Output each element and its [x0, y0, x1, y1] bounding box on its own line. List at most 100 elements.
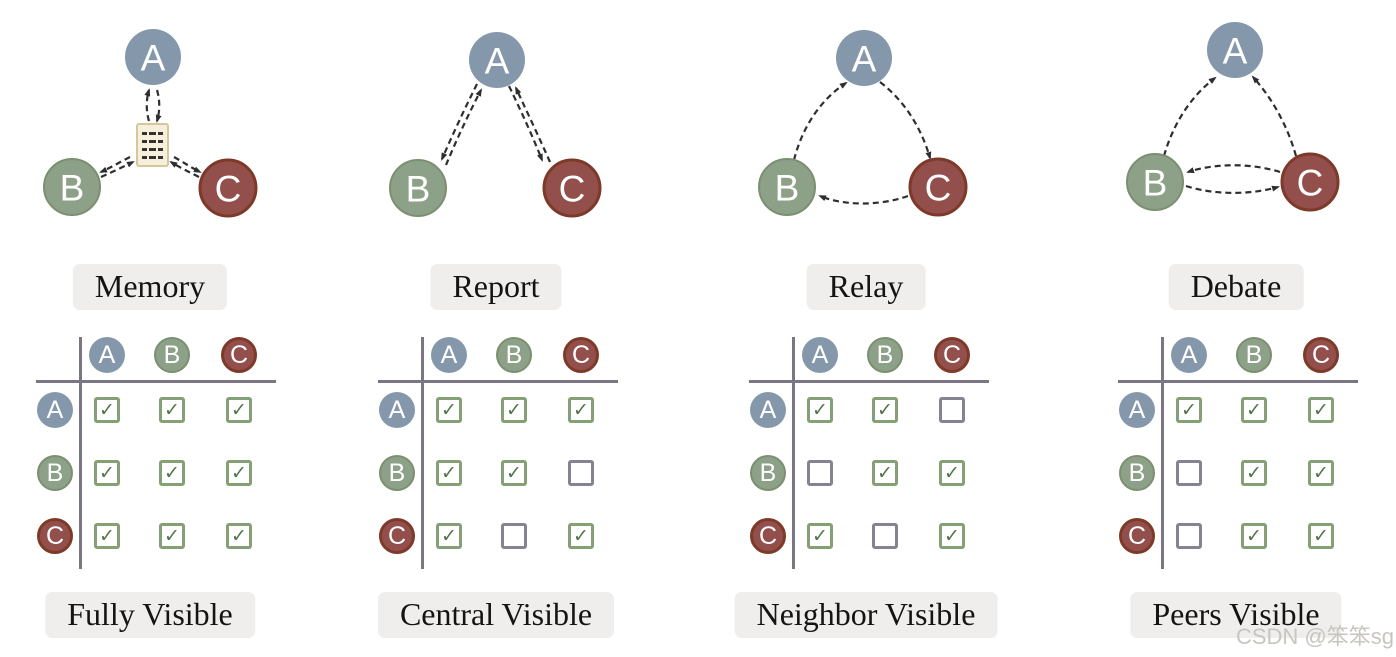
matrix-col-header-b: B [867, 337, 903, 373]
shared-memory-icon [136, 123, 169, 167]
agent-node-c: C [198, 158, 258, 218]
panel-debate: A B C Debate A B C A B C ✓ ✓ ✓ ✓ [1047, 0, 1396, 657]
node-b-label: B [775, 167, 800, 208]
matrix-cell-checked: ✓ [872, 460, 898, 486]
matrix-cell-checked: ✓ [1176, 397, 1202, 423]
matrix-cell-checked: ✓ [226, 397, 252, 423]
matrix-row-header-a: A [750, 392, 786, 428]
node-a-label: A [1223, 30, 1248, 71]
agent-node-b: B [1126, 153, 1184, 211]
matrix-vertical-line [79, 337, 82, 569]
matrix-cell-checked: ✓ [807, 523, 833, 549]
agent-node-c: C [1280, 152, 1340, 212]
panel-report: A B C Report A B C A B C ✓ ✓ ✓ ✓ ✓ [349, 0, 698, 657]
matrix-row-header-b: B [750, 455, 786, 491]
matrix-cell-unchecked [501, 523, 527, 549]
node-b-label: B [60, 167, 85, 208]
visibility-label-badge: Neighbor Visible [734, 592, 998, 638]
matrix-row-header-c: C [379, 518, 415, 554]
matrix-horizontal-line [749, 380, 989, 383]
agent-node-b: B [389, 159, 447, 217]
matrix-cell-checked: ✓ [226, 460, 252, 486]
node-c-label: C [1297, 162, 1324, 203]
panel-memory: A B C Memory A B C A B C ✓ ✓ ✓ ✓ ✓ [0, 0, 349, 657]
agent-node-a: A [125, 29, 181, 85]
agent-node-a: A [836, 30, 892, 86]
visibility-matrix: A B C A B C ✓ ✓ ✓ ✓ ✓ ✓ ✓ ✓ ✓ [20, 337, 290, 582]
matrix-col-header-a: A [1171, 337, 1207, 373]
node-c-label: C [215, 168, 242, 209]
matrix-row-header-b: B [1119, 455, 1155, 491]
visibility-label-badge: Peers Visible [1130, 592, 1342, 638]
matrix-row-header-c: C [1119, 518, 1155, 554]
matrix-col-header-a: A [802, 337, 838, 373]
matrix-horizontal-line [36, 380, 276, 383]
matrix-row-header-c: C [37, 518, 73, 554]
matrix-cell-checked: ✓ [568, 397, 594, 423]
matrix-cell-checked: ✓ [501, 460, 527, 486]
node-a-label: A [485, 40, 510, 81]
matrix-col-header-b: B [154, 337, 190, 373]
visibility-matrix: A B C A B C ✓ ✓ ✓ ✓ ✓ ✓ [733, 337, 1003, 582]
visibility-label-badge: Fully Visible [45, 592, 255, 638]
matrix-row-header-a: A [1119, 392, 1155, 428]
visibility-matrix: A B C A B C ✓ ✓ ✓ ✓ ✓ ✓ ✓ [1102, 337, 1372, 582]
matrix-cell-checked: ✓ [872, 397, 898, 423]
matrix-cell-checked: ✓ [159, 460, 185, 486]
agent-node-c: C [542, 158, 602, 218]
matrix-row-header-a: A [379, 392, 415, 428]
matrix-col-header-b: B [1236, 337, 1272, 373]
panel-relay: A B C Relay A B C A B C ✓ ✓ ✓ [698, 0, 1047, 657]
matrix-cell-checked: ✓ [939, 523, 965, 549]
message-arrows [1162, 75, 1298, 194]
matrix-cell-checked: ✓ [436, 460, 462, 486]
matrix-cell-checked: ✓ [159, 523, 185, 549]
agent-node-a: A [1207, 22, 1263, 78]
matrix-row-header-a: A [37, 392, 73, 428]
node-c-label: C [925, 167, 952, 208]
visibility-label-badge: Central Visible [377, 592, 615, 638]
matrix-cell-checked: ✓ [94, 523, 120, 549]
matrix-vertical-line [421, 337, 424, 569]
matrix-col-header-c: C [221, 337, 257, 373]
communication-graph-relay: A B C [758, 30, 968, 217]
matrix-cell-checked: ✓ [501, 397, 527, 423]
matrix-cell-unchecked [807, 460, 833, 486]
matrix-cell-unchecked [872, 523, 898, 549]
matrix-col-header-c: C [563, 337, 599, 373]
pattern-title-badge: Debate [1168, 264, 1304, 310]
matrix-col-header-c: C [1303, 337, 1339, 373]
watermark-text: CSDN @笨笨sg [1235, 624, 1394, 649]
matrix-col-header-b: B [496, 337, 532, 373]
matrix-cell-checked: ✓ [159, 397, 185, 423]
matrix-cell-checked: ✓ [939, 460, 965, 486]
matrix-col-header-c: C [934, 337, 970, 373]
agent-node-a: A [469, 32, 525, 88]
matrix-cell-checked: ✓ [94, 460, 120, 486]
matrix-cell-checked: ✓ [1308, 397, 1334, 423]
matrix-cell-checked: ✓ [1241, 523, 1267, 549]
pattern-title-badge: Memory [72, 264, 228, 310]
message-arrows [792, 81, 932, 205]
node-a-label: A [852, 38, 877, 79]
matrix-vertical-line [792, 337, 795, 569]
matrix-horizontal-line [378, 380, 618, 383]
matrix-cell-checked: ✓ [226, 523, 252, 549]
agent-node-b: B [758, 158, 816, 216]
communication-graph-report: A B C [389, 32, 602, 218]
matrix-cell-checked: ✓ [807, 397, 833, 423]
agent-node-b: B [43, 158, 101, 216]
node-a-label: A [141, 37, 166, 78]
matrix-cell-unchecked [1176, 460, 1202, 486]
matrix-cell-checked: ✓ [1308, 523, 1334, 549]
matrix-cell-checked: ✓ [568, 523, 594, 549]
pattern-title-badge: Relay [806, 264, 926, 310]
node-b-label: B [406, 168, 431, 209]
matrix-cell-unchecked [1176, 523, 1202, 549]
matrix-row-header-b: B [37, 455, 73, 491]
matrix-cell-checked: ✓ [94, 397, 120, 423]
matrix-cell-unchecked [568, 460, 594, 486]
matrix-horizontal-line [1118, 380, 1358, 383]
node-b-label: B [1143, 162, 1168, 203]
